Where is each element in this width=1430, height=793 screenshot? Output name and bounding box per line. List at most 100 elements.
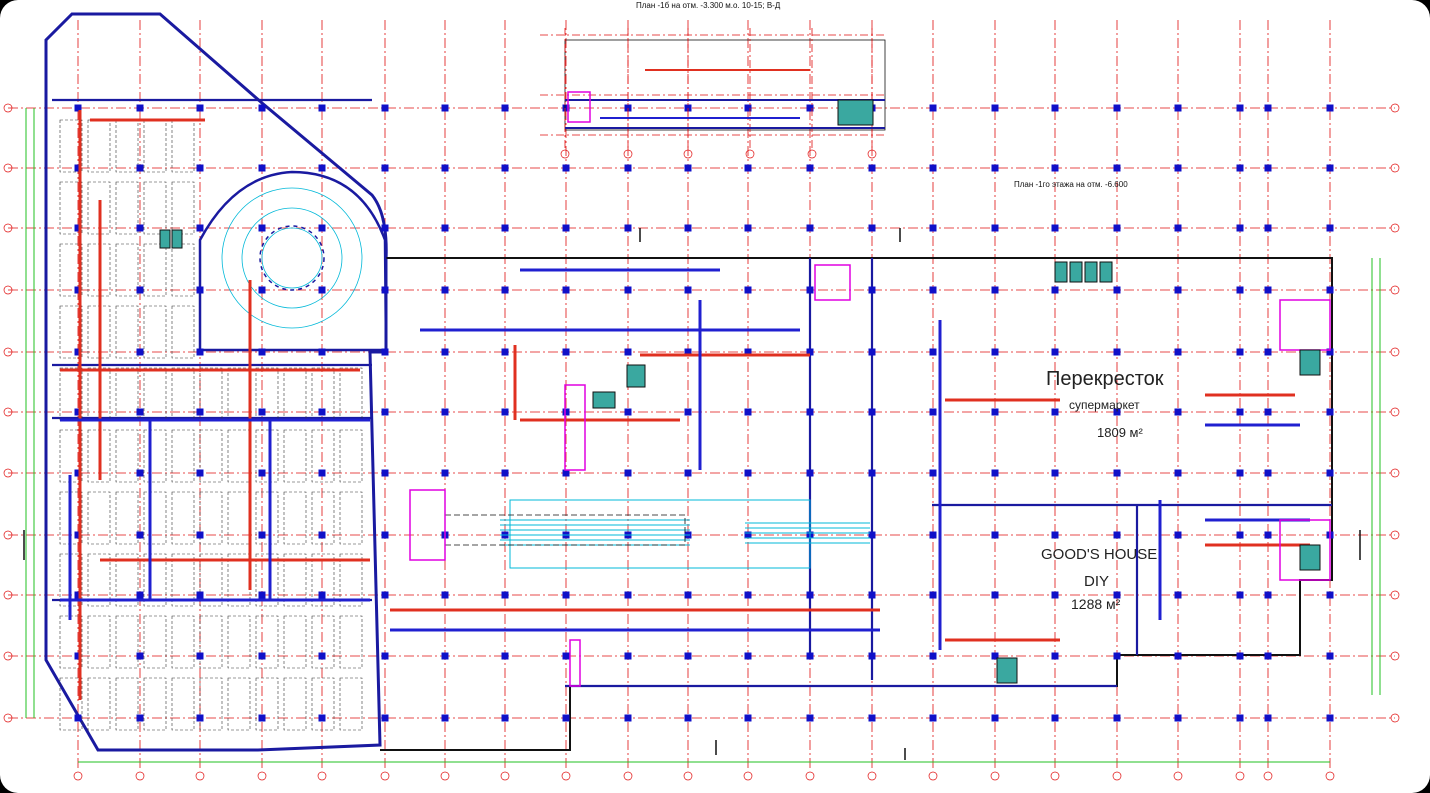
structural-column bbox=[1326, 652, 1334, 660]
structural-column bbox=[258, 714, 266, 722]
structural-column bbox=[1174, 286, 1182, 294]
parking-stall bbox=[283, 429, 307, 483]
plan-main-title: План -1го этажа на отм. -6.600 bbox=[1014, 180, 1128, 189]
structural-column bbox=[991, 591, 999, 599]
axis-bubble bbox=[317, 771, 327, 781]
structural-column bbox=[991, 286, 999, 294]
pipe-frame bbox=[509, 499, 811, 569]
structural-column bbox=[1113, 652, 1121, 660]
structural-column bbox=[929, 652, 937, 660]
structural-column bbox=[441, 714, 449, 722]
parking-stall bbox=[339, 615, 363, 669]
structural-column bbox=[1174, 408, 1182, 416]
axis-bubble bbox=[195, 771, 205, 781]
structural-column bbox=[991, 408, 999, 416]
axis-bubble bbox=[3, 468, 13, 478]
parking-stall bbox=[199, 429, 223, 483]
structural-column bbox=[1051, 714, 1059, 722]
axis-bubble bbox=[623, 771, 633, 781]
axis-bubble bbox=[3, 651, 13, 661]
structural-column bbox=[1174, 104, 1182, 112]
parking-stall bbox=[311, 491, 335, 545]
structural-column bbox=[624, 652, 632, 660]
structural-column bbox=[381, 408, 389, 416]
structural-column bbox=[501, 652, 509, 660]
structural-column bbox=[1264, 104, 1272, 112]
axis-bubble bbox=[3, 590, 13, 600]
parking-stall bbox=[255, 553, 279, 607]
structural-column bbox=[562, 469, 570, 477]
structural-column bbox=[1051, 348, 1059, 356]
zone-supermarket-area: 1809 м² bbox=[1097, 425, 1143, 440]
structural-column bbox=[258, 469, 266, 477]
parking-stall bbox=[143, 119, 167, 173]
structural-column bbox=[1113, 348, 1121, 356]
structural-column bbox=[136, 104, 144, 112]
structural-column bbox=[744, 469, 752, 477]
parking-stall bbox=[115, 491, 139, 545]
structural-column bbox=[806, 408, 814, 416]
axis-bubble bbox=[1390, 163, 1400, 173]
axis-bubble bbox=[683, 771, 693, 781]
structural-column bbox=[136, 408, 144, 416]
structural-column bbox=[258, 408, 266, 416]
structural-column bbox=[1236, 164, 1244, 172]
structural-column bbox=[318, 408, 326, 416]
parking-stall bbox=[171, 429, 195, 483]
structural-column bbox=[501, 164, 509, 172]
structural-column bbox=[1113, 591, 1121, 599]
structural-column bbox=[501, 714, 509, 722]
structural-column bbox=[1051, 469, 1059, 477]
parking-stall bbox=[227, 615, 251, 669]
structural-column bbox=[258, 286, 266, 294]
parking-stall bbox=[311, 615, 335, 669]
axis-bubble bbox=[3, 163, 13, 173]
structural-column bbox=[318, 348, 326, 356]
structural-column bbox=[1264, 469, 1272, 477]
structural-column bbox=[1051, 408, 1059, 416]
structural-column bbox=[1326, 714, 1334, 722]
structural-column bbox=[806, 714, 814, 722]
structural-column bbox=[196, 224, 204, 232]
parking-stall bbox=[115, 615, 139, 669]
structural-column bbox=[806, 652, 814, 660]
structural-column bbox=[929, 224, 937, 232]
mini-axis-bubble bbox=[683, 149, 693, 159]
structural-column bbox=[1326, 164, 1334, 172]
structural-column bbox=[991, 652, 999, 660]
structural-column bbox=[1264, 531, 1272, 539]
structural-column bbox=[318, 531, 326, 539]
equipment-box bbox=[1084, 261, 1098, 283]
structural-column bbox=[744, 224, 752, 232]
parking-stall bbox=[171, 243, 195, 297]
structural-column bbox=[258, 348, 266, 356]
structural-column bbox=[744, 591, 752, 599]
structural-column bbox=[1051, 104, 1059, 112]
structural-column bbox=[1236, 714, 1244, 722]
parking-stall bbox=[283, 677, 307, 731]
equipment-box bbox=[996, 657, 1018, 684]
parking-stall bbox=[59, 119, 83, 173]
structural-column bbox=[501, 469, 509, 477]
structural-column bbox=[1174, 714, 1182, 722]
structural-column bbox=[501, 348, 509, 356]
structural-column bbox=[196, 531, 204, 539]
structural-column bbox=[868, 531, 876, 539]
structural-column bbox=[624, 714, 632, 722]
structural-column bbox=[136, 591, 144, 599]
zone-diy-subtitle: DIY bbox=[1084, 573, 1110, 590]
parking-stall bbox=[115, 119, 139, 173]
parking-stall bbox=[115, 553, 139, 607]
parking-stall bbox=[255, 429, 279, 483]
structural-column bbox=[684, 164, 692, 172]
parking-stall bbox=[143, 429, 167, 483]
equipment-box bbox=[592, 391, 616, 409]
structural-column bbox=[744, 408, 752, 416]
structural-column bbox=[624, 348, 632, 356]
zone-supermarket-name: Перекресток bbox=[1046, 368, 1164, 390]
equipment-box bbox=[1299, 544, 1321, 571]
structural-column bbox=[1113, 286, 1121, 294]
structural-column bbox=[806, 469, 814, 477]
axis-bubble bbox=[1390, 223, 1400, 233]
axis-bubble bbox=[1325, 771, 1335, 781]
